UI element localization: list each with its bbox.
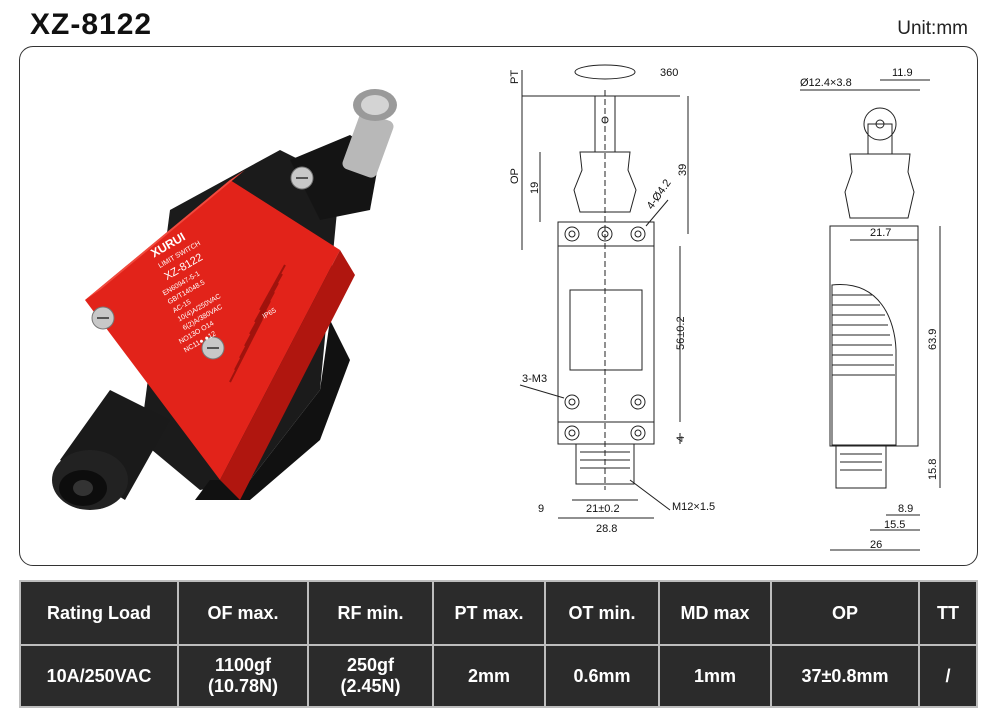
dim-op: OP bbox=[509, 168, 521, 184]
value-tt: / bbox=[918, 644, 978, 708]
spec-value-row: 10A/250VAC 1100gf(10.78N) 250gf(2.45N) 2… bbox=[19, 644, 978, 708]
header-op: OP bbox=[770, 580, 920, 646]
dim-21: 21±0.2 bbox=[586, 503, 620, 515]
value-md-max: 1mm bbox=[658, 644, 772, 708]
header-rating-load: Rating Load bbox=[19, 580, 179, 646]
value-pt-max: 2mm bbox=[432, 644, 546, 708]
dim-28: 28.8 bbox=[596, 523, 617, 535]
product-photo: XURUI LIMIT SWITCH XZ-8122 EN60947-5-1 G… bbox=[20, 60, 460, 540]
unit-label: Unit:mm bbox=[897, 18, 968, 39]
dim-8-9: 8.9 bbox=[898, 503, 913, 515]
header-rf-min: RF min. bbox=[307, 580, 434, 646]
header-pt-max: PT max. bbox=[432, 580, 546, 646]
dimension-drawing: 360 PT OP 19 39 4-Ø4.2 56±0.2 3-M3 4 21±… bbox=[500, 50, 970, 560]
dim-pt: PT bbox=[509, 70, 521, 84]
header-of-max: OF max. bbox=[177, 580, 309, 646]
dim-63-9: 63.9 bbox=[927, 329, 939, 350]
spec-table: Rating Load OF max. RF min. PT max. OT m… bbox=[19, 580, 978, 708]
dim-roller: Ø12.4×3.8 bbox=[800, 77, 852, 89]
model-title: XZ-8122 bbox=[30, 8, 153, 41]
header-md-max: MD max bbox=[658, 580, 772, 646]
value-rf-min: 250gf(2.45N) bbox=[307, 644, 434, 708]
dim-rotation: 360 bbox=[660, 67, 678, 79]
value-rating-load: 10A/250VAC bbox=[19, 644, 179, 708]
dim-19: 19 bbox=[529, 182, 541, 194]
dim-56: 56±0.2 bbox=[675, 316, 687, 350]
dim-21-7: 21.7 bbox=[870, 227, 891, 239]
header-ot-min: OT min. bbox=[544, 580, 660, 646]
dim-15-8: 15.8 bbox=[927, 459, 939, 480]
dim-26: 26 bbox=[870, 539, 882, 551]
value-of-max: 1100gf(10.78N) bbox=[177, 644, 309, 708]
value-ot-min: 0.6mm bbox=[544, 644, 660, 708]
dim-screw: 3-M3 bbox=[522, 373, 547, 385]
header-tt: TT bbox=[918, 580, 978, 646]
dim-4: 4 bbox=[675, 436, 687, 442]
dim-hole: 4-Ø4.2 bbox=[645, 177, 674, 211]
dim-9: 9 bbox=[538, 503, 544, 515]
value-op: 37±0.8mm bbox=[770, 644, 920, 708]
dim-15-5: 15.5 bbox=[884, 519, 905, 531]
dim-11: 11.9 bbox=[892, 67, 913, 79]
dim-39: 39 bbox=[677, 164, 689, 176]
dim-thread: M12×1.5 bbox=[672, 501, 715, 513]
spec-header-row: Rating Load OF max. RF min. PT max. OT m… bbox=[19, 580, 978, 646]
